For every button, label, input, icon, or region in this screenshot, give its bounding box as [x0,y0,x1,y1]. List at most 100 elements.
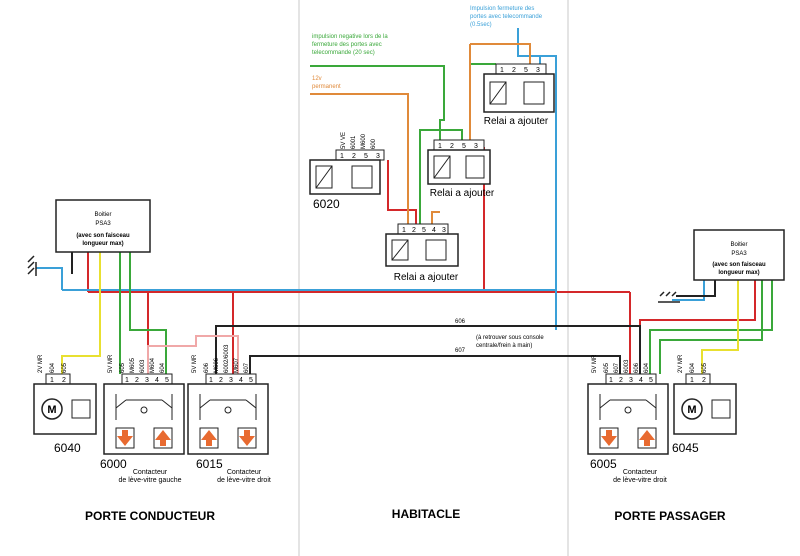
section-middle: HABITACLE [392,507,460,521]
up-arrow-icon [637,427,657,449]
svg-text:5: 5 [422,227,426,234]
svg-text:2: 2 [219,377,223,384]
down-arrow-icon [599,427,619,449]
svg-text:5: 5 [524,67,528,74]
ground-icon-right [658,291,680,303]
svg-text:5: 5 [364,153,368,160]
svg-text:2: 2 [702,377,706,384]
svg-text:607: 607 [614,362,620,373]
connector-6000-id: 6000 [100,457,127,471]
svg-text:1: 1 [438,143,442,150]
svg-text:2: 2 [412,227,416,234]
svg-text:1: 1 [340,153,344,160]
boitier-right: Boitier PSA3 (avec son faisceau longueur… [693,229,785,281]
motor-icon [681,398,703,420]
svg-text:1: 1 [609,377,613,384]
connector-6015-id: 6015 [196,457,223,471]
svg-text:2: 2 [135,377,139,384]
svg-text:5V MR: 5V MR [592,354,598,373]
svg-text:5: 5 [249,377,253,384]
impulsion-ferm-3: (0.5sec) [470,22,492,28]
connector-6005-desc1: Contacteur [623,469,658,476]
wire-606-label: 606 [455,319,466,325]
svg-text:605: 605 [702,362,708,373]
connector-6020-id: 6020 [313,197,340,211]
svg-text:605: 605 [62,362,68,373]
relay-3-label: Relai a ajouter [394,272,459,283]
motor-icon [41,398,63,420]
annotations: impulsion negative lors de la fermeture … [312,6,544,354]
svg-text:606: 606 [634,362,640,373]
svg-text:1: 1 [125,377,129,384]
svg-text:4: 4 [155,377,159,384]
connector-6045-id: 6045 [672,441,699,455]
section-right: PORTE PASSAGER [614,509,725,523]
svg-text:1: 1 [500,67,504,74]
svg-text:4: 4 [432,227,436,234]
svg-text:5V MR: 5V MR [108,354,114,373]
impulsion-ferm-1: Impulsion fermeture des [470,6,534,12]
svg-text:1: 1 [50,377,54,384]
svg-text:3: 3 [376,153,380,160]
connector-6020: 5V VE 6001 M600 600 1 2 5 3 6020 [309,132,385,211]
svg-text:600: 600 [371,138,377,149]
svg-text:4: 4 [639,377,643,384]
svg-text:6003: 6003 [624,359,630,373]
relay-1-label: Relai a ajouter [484,116,549,127]
impulsion-ferm-2: portes avec telecommande [470,14,543,20]
boitier-right-note1: (avec son faisceau [712,262,766,268]
svg-text:M604: M604 [150,357,156,373]
svg-text:3: 3 [629,377,633,384]
window-icon [71,399,91,419]
connector-6005-id: 6005 [590,457,617,471]
svg-text:5: 5 [165,377,169,384]
connector-6040-id: 6040 [54,441,81,455]
svg-text:4: 4 [239,377,243,384]
svg-text:5V VE: 5V VE [341,132,347,149]
svg-text:604: 604 [160,362,166,373]
boitier-right-note2: longueur max) [718,270,759,276]
motor-icon-glyph: M [47,404,56,416]
boitier-left-title: Boitier [94,212,111,218]
svg-text:604: 604 [690,362,696,373]
motor-icon-glyph: M [687,404,696,416]
connector-6005-desc2: de lève-vitre droit [613,477,667,484]
svg-text:2: 2 [450,143,454,150]
svg-text:605: 605 [604,362,610,373]
svg-text:2V MR: 2V MR [38,354,44,373]
up-arrow-icon [153,427,173,449]
connector-6015-desc1: Contacteur [227,469,262,476]
svg-text:M605: M605 [130,357,136,373]
svg-text:M607: M607 [234,357,240,373]
svg-text:2: 2 [512,67,516,74]
svg-text:3: 3 [442,227,446,234]
svg-text:1: 1 [209,377,213,384]
svg-text:6003: 6003 [140,359,146,373]
svg-text:604: 604 [644,362,650,373]
impulsion-neg-1: impulsion negative lors de la [312,34,388,40]
svg-text:M606: M606 [214,357,220,373]
impulsion-neg-2: fermeture des portes avec [312,42,382,48]
console-1: (à retrouver sous console [476,335,544,341]
connector-6015-desc2: de lève-vitre droit [217,477,271,484]
svg-text:M600: M600 [361,133,367,149]
svg-text:2: 2 [352,153,356,160]
boitier-left-note1: (avec son faisceau [76,233,130,239]
svg-text:3: 3 [145,377,149,384]
svg-text:1: 1 [402,227,406,234]
up-arrow-icon [199,427,219,449]
svg-text:6001: 6001 [351,135,357,149]
svg-text:604: 604 [50,362,56,373]
boitier-left: Boitier PSA3 (avec son faisceau longueur… [55,199,151,253]
impulsion-neg-3: telecommande (20 sec) [312,50,375,56]
boitier-right-title: Boitier [730,242,747,248]
boitier-left-model: PSA3 [95,221,111,227]
v12-1: 12v [312,76,322,82]
